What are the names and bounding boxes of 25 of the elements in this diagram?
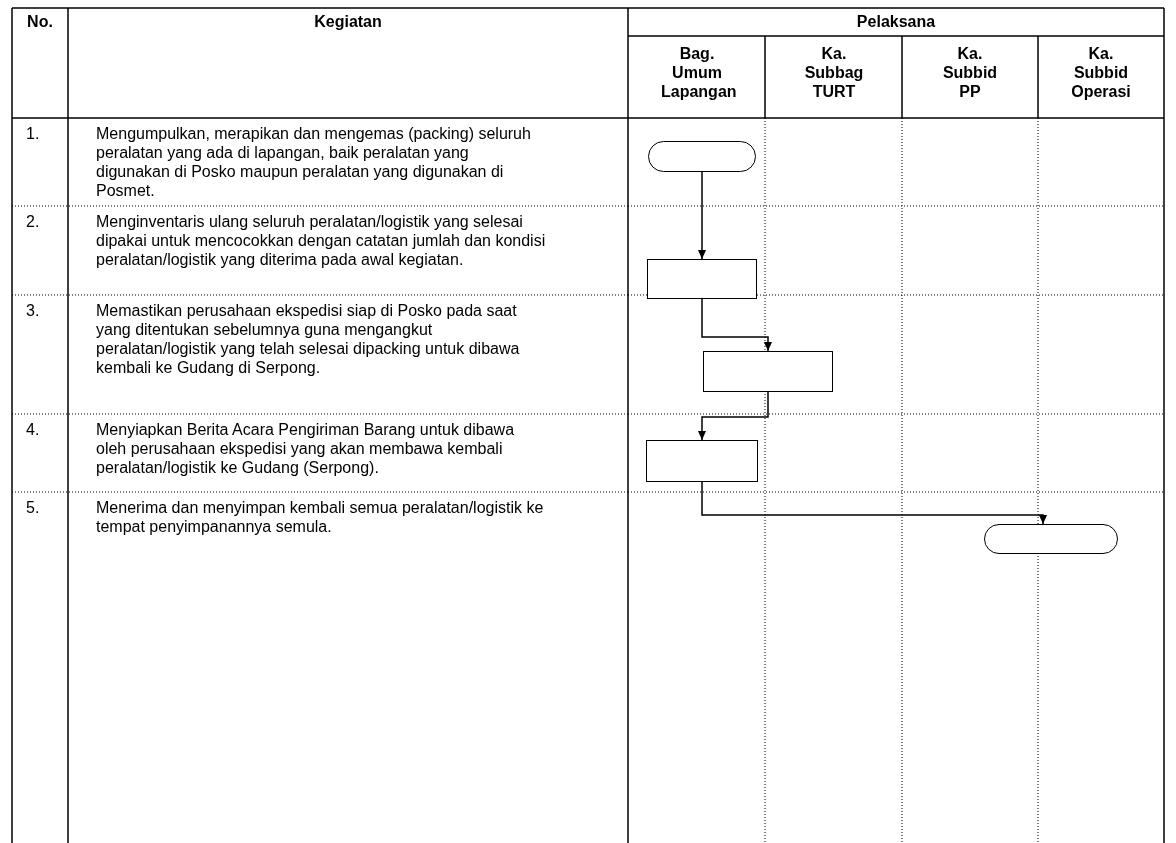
- process-box: [647, 259, 757, 299]
- lane-header: Ka. Subbid Operasi: [1070, 44, 1132, 101]
- row-number: 4.: [26, 420, 41, 439]
- row-number: 3.: [26, 301, 41, 320]
- lane-header: Ka. Subbag TURT: [803, 44, 865, 101]
- activity-text: Menerima dan menyimpan kembali semua peralatan/logistik ke tempat penyimpanannya semula.: [96, 498, 545, 536]
- arrow: [698, 391, 769, 441]
- row-number: 1.: [26, 124, 41, 143]
- activity-text: Memastikan perusahaan ekspedisi siap di Posko pada saat yang ditentukan sebelumnya guna mengangkut peralatan/logistik yang telah selesai dipacking untuk dibawa kembali ke Gudang di Serpong.: [96, 301, 521, 377]
- lane-header: Ka. Subbid PP: [941, 44, 999, 101]
- terminator-shape: [984, 524, 1118, 554]
- row-number: 2.: [26, 212, 41, 231]
- column-header: Kegiatan: [313, 12, 383, 31]
- process-box: [703, 351, 833, 392]
- row-number: 5.: [26, 498, 41, 517]
- arrow: [698, 171, 706, 260]
- process-box: [646, 440, 758, 482]
- activity-text: Menyiapkan Berita Acara Pengiriman Barang untuk dibawa oleh perusahaan ekspedisi yang akan membawa kembali peralatan/logistik ke Gudang (Serpong).: [96, 420, 516, 477]
- arrow: [701, 298, 772, 352]
- activity-text: Mengumpulkan, merapikan dan mengemas (packing) seluruh peralatan yang ada di lapangan, baik peralatan yang digunakan di Posko maupun peralatan yang digunakan di Posmet.: [96, 124, 532, 200]
- arrow: [701, 481, 1047, 525]
- column-header: No.: [26, 12, 54, 31]
- terminator-shape: [648, 141, 756, 172]
- activity-text: Menginventaris ulang seluruh peralatan/logistik yang selesai dipakai untuk mencocokkan dengan catatan jumlah dan kondisi peralatan/logistik yang diterima pada awal kegiatan.: [96, 212, 546, 269]
- column-header: Pelaksana: [855, 12, 937, 31]
